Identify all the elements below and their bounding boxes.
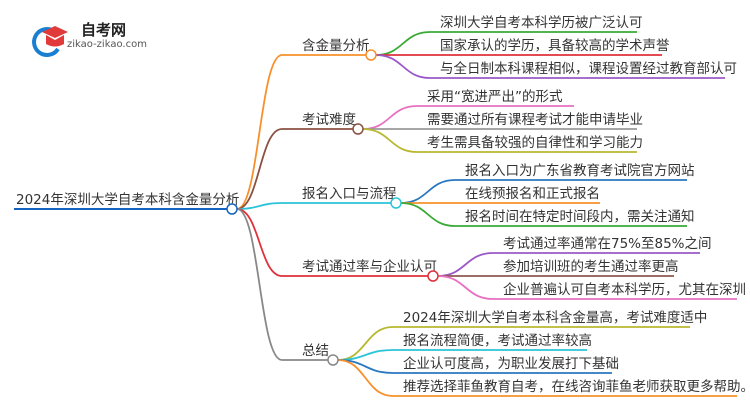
child-topic[interactable]: 报名入口为广东省教育考试院官方网站 (465, 163, 695, 179)
child-connector (362, 128, 637, 153)
child-topic[interactable]: 采用“宽进严出”的形式 (427, 88, 563, 105)
cap-base-icon (46, 35, 64, 47)
child-topic[interactable]: 推荐选择菲鱼教育自考，在线咨询菲鱼老师获取更多帮助。 (403, 378, 750, 395)
child-topic[interactable]: 企业认可度高，为职业发展打下基础 (403, 355, 619, 372)
child-connector (337, 359, 737, 397)
root-topic[interactable]: 2024年深圳大学自考本科含金量分析 (16, 192, 239, 208)
logo: 自考网 zikao-zikao.com (32, 21, 147, 57)
child-topic[interactable]: 2024年深圳大学自考本科含金量高，考试难度适中 (403, 309, 707, 326)
child-topic[interactable]: 需要通过所有课程考试才能申请毕业 (427, 112, 643, 128)
child-topic[interactable]: 报名时间在特定时间段内，需关注通知 (465, 208, 695, 225)
child-topic[interactable]: 与全日制本科课程相似，课程设置经过教育部认可 (440, 60, 737, 77)
branch-topic[interactable]: 考试通过率与企业认可 (302, 258, 437, 275)
child-topic[interactable]: 参加培训班的考生通过率更高 (503, 258, 679, 275)
branch-topic[interactable]: 报名入口与流程 (302, 186, 397, 202)
branch-topic[interactable]: 总结 (302, 343, 329, 359)
branch-connector (236, 128, 353, 210)
branch-connector (236, 54, 366, 210)
branch-collapse-toggle[interactable] (427, 270, 439, 282)
edges (14, 31, 737, 397)
child-topic[interactable]: 深圳大学自考本科学历被广泛认可 (440, 15, 643, 31)
nodes: 2024年深圳大学自考本科含金量分析 含金量分析 深圳大学自考本科学历被广泛认可国家… (16, 15, 750, 395)
branch-collapse-toggle[interactable] (390, 197, 402, 209)
branch-topic[interactable]: 考试难度 (302, 112, 356, 128)
child-connector (375, 54, 725, 79)
branch-connector (236, 208, 428, 277)
logo-subtitle: zikao-zikao.com (67, 39, 147, 50)
graduation-cap-icon (42, 26, 68, 38)
logo-title: 自考网 (81, 21, 126, 39)
logo-ring-icon (32, 27, 60, 57)
child-topic[interactable]: 考生需具备较强的自律性和学习能力 (427, 134, 643, 151)
child-topic[interactable]: 国家承认的学历，具备较高的学术声誉 (440, 37, 670, 54)
child-topic[interactable]: 企业普遍认可自考本科学历，尤其在深圳 (503, 281, 746, 298)
branch-connector (236, 202, 391, 210)
branch-collapse-toggle[interactable] (327, 354, 339, 366)
branch-topic[interactable]: 含金量分析 (302, 38, 370, 54)
child-topic[interactable]: 考试通过率通常在75%至85%之间 (503, 235, 712, 252)
branch-collapse-toggle[interactable] (365, 49, 377, 61)
child-connector (400, 202, 687, 227)
root-collapse-toggle[interactable] (226, 203, 238, 215)
branch-connector (236, 208, 328, 361)
child-connector (437, 275, 737, 300)
child-topic[interactable]: 在线预报名和正式报名 (465, 186, 600, 202)
child-topic[interactable]: 报名流程简便，考试通过率较高 (403, 332, 592, 349)
branch-collapse-toggle[interactable] (352, 123, 364, 135)
